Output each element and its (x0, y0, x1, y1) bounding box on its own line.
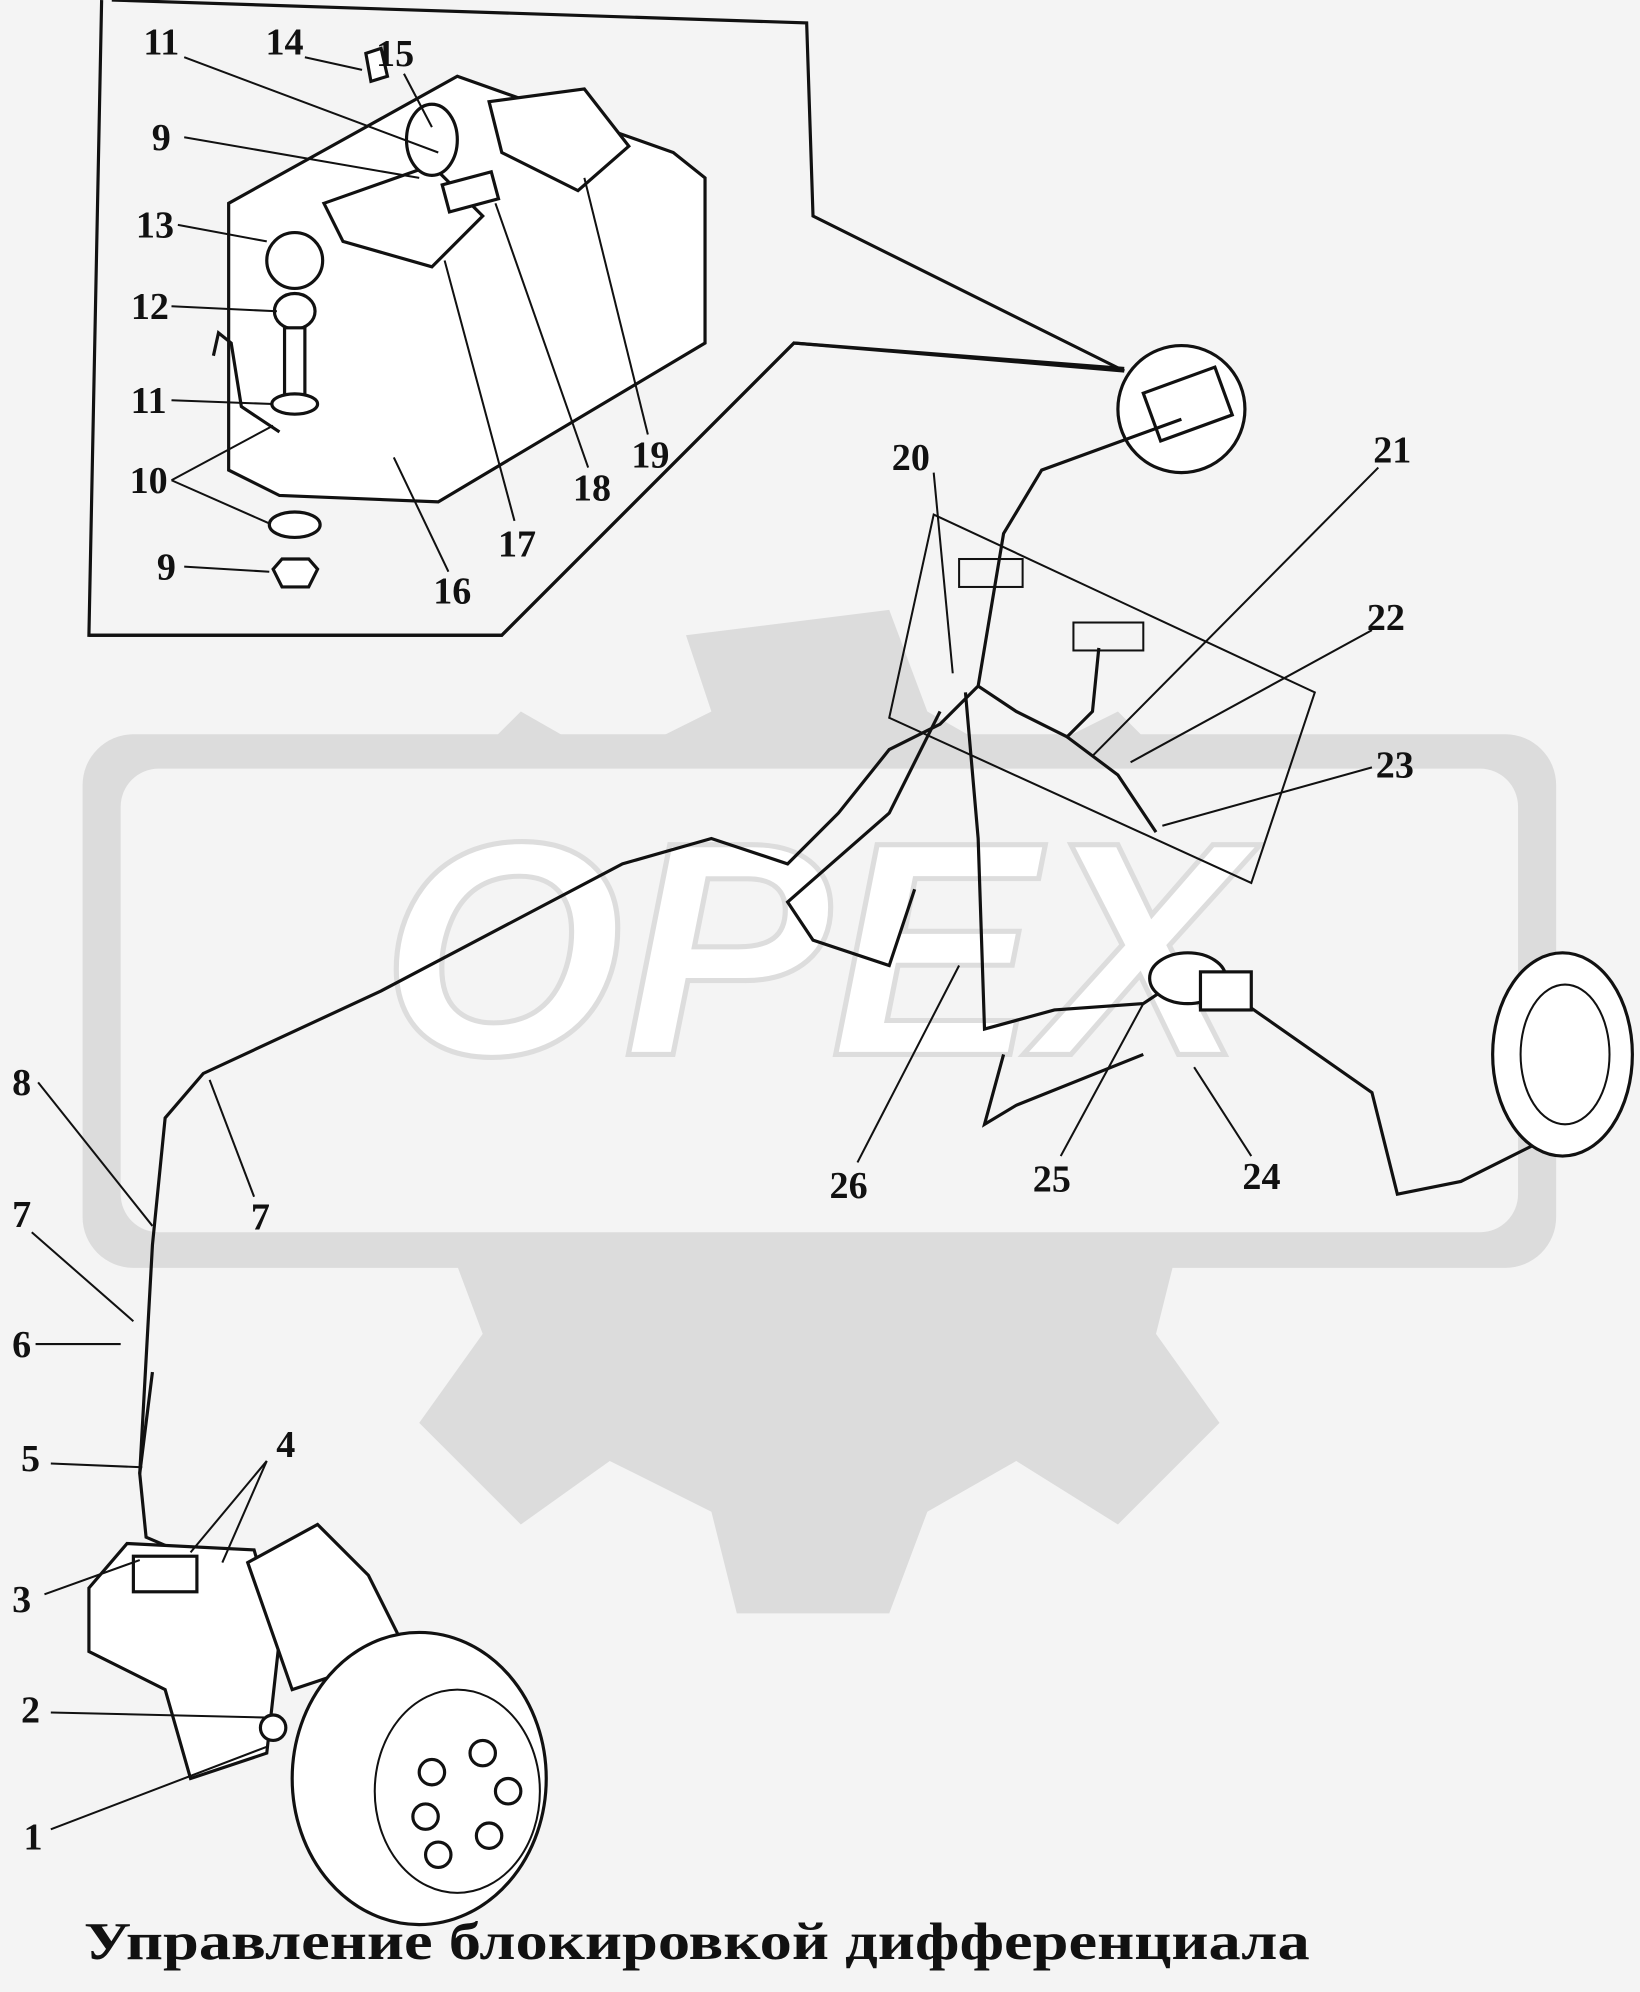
tube-loop (785, 710, 942, 968)
callout: 19 (631, 435, 669, 477)
callout: 8 (12, 1062, 31, 1104)
leader-lines (31, 56, 1380, 1831)
callout: 20 (892, 437, 930, 479)
watermark-plate-inner (120, 768, 1519, 1233)
callout: 7 (12, 1194, 31, 1236)
callout: 15 (376, 33, 414, 75)
watermark-text: OPEX (381, 778, 1261, 1119)
callout: 3 (12, 1579, 31, 1621)
callout: 12 (131, 286, 169, 328)
tube-to-hub (1244, 1002, 1589, 1197)
wire-right-panel (977, 647, 1101, 739)
callout: 9 (152, 117, 171, 159)
final-drive (87, 1522, 548, 1927)
callout-labels: 11 14 15 9 13 12 11 10 9 16 17 18 19 20 … (12, 22, 1414, 1859)
callout: 17 (498, 523, 536, 565)
callout: 25 (1033, 1159, 1071, 1201)
callout: 10 (130, 460, 168, 502)
callout: 4 (276, 1424, 295, 1466)
callout: 18 (573, 468, 611, 510)
wire-right-panel-branch (1066, 735, 1158, 834)
callout: 16 (433, 570, 471, 612)
watermark-logo: OPEX (82, 609, 1557, 1614)
callout: 11 (143, 22, 179, 64)
callout: 1 (24, 1817, 43, 1859)
callout: 5 (21, 1438, 40, 1480)
tube-to-valve (963, 692, 1183, 1032)
wire-harness-upper (138, 417, 1182, 1474)
control-panel (888, 513, 1317, 885)
callout: 9 (157, 546, 176, 588)
callout: 21 (1373, 429, 1411, 471)
callout: 7 (251, 1197, 270, 1239)
callout: 24 (1242, 1156, 1280, 1198)
diagram-title: Управление блокировкой дифференциала (84, 1911, 1310, 1971)
connector-block (1072, 621, 1145, 652)
inset-leader-top (111, 0, 1125, 373)
callout: 14 (266, 22, 304, 64)
callout: 11 (131, 380, 167, 422)
connector-block (958, 557, 1024, 588)
tube-lower (981, 1052, 1144, 1128)
callout: 2 (21, 1690, 40, 1732)
callout: 22 (1367, 597, 1405, 639)
valve (1148, 951, 1253, 1012)
callout: 6 (12, 1324, 31, 1366)
callout: 23 (1376, 745, 1414, 787)
callout: 26 (830, 1165, 868, 1207)
inset-leader-bottom (88, 341, 1125, 637)
switch-detail (1141, 365, 1235, 443)
callout: 13 (136, 205, 174, 247)
wheel-hub-right (1491, 951, 1634, 1158)
